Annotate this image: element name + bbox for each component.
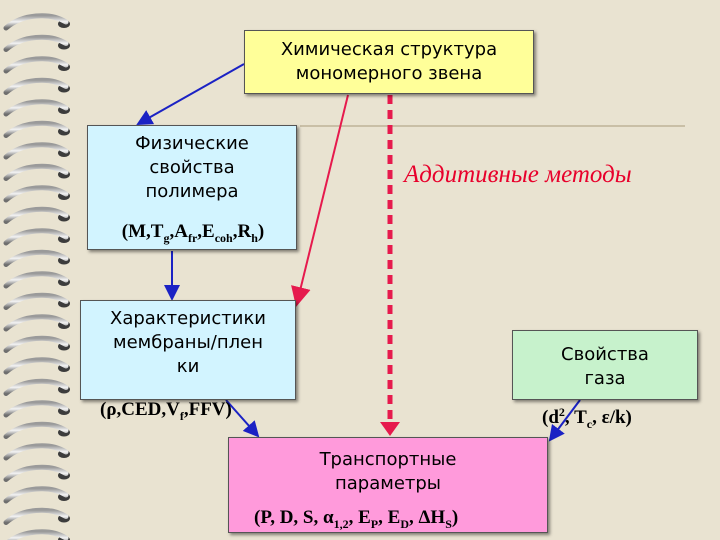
binding-ring: [3, 99, 69, 117]
binding-ring: [3, 443, 69, 461]
arrow-chem-to-membrane-red: [291, 94, 349, 307]
binding-ring: [3, 163, 69, 181]
arrowhead-transport: [380, 422, 400, 436]
binding-ring: [3, 314, 69, 332]
arrow-membrane-to-transport: [225, 399, 260, 438]
binding-ring: [3, 34, 69, 52]
additive-methods-label: Аддитивные методы: [404, 161, 632, 188]
transport-line1: Транспортные: [319, 449, 457, 470]
divider-line: [300, 125, 685, 127]
transport-parameters-box: Транспортные параметры: [228, 437, 548, 533]
membrane-line3: ки: [176, 356, 200, 377]
binding-ring: [3, 77, 69, 95]
binding-ring: [3, 486, 69, 504]
binding-ring: [3, 120, 69, 138]
binding-ring: [3, 378, 69, 396]
gas-properties-line1: Свойства: [561, 344, 649, 365]
binding-ring: [3, 357, 69, 375]
membrane-line1: Характеристики: [109, 308, 267, 329]
binding-ring: [3, 292, 69, 310]
physical-properties-box: Физические свойства полимера: [87, 125, 297, 250]
transport-formula: (P, D, S, α1,2, EP, ED, ΔHS): [254, 507, 459, 531]
arrow-gas-to-transport: [548, 399, 581, 442]
binding-ring: [3, 249, 69, 267]
binding-ring: [3, 400, 69, 418]
physical-properties-line2: свойства: [149, 157, 235, 178]
binding-ring: [3, 335, 69, 353]
binding-ring: [3, 142, 69, 160]
membrane-characteristics-box: Характеристики мембраны/плен ки: [80, 300, 296, 400]
physical-properties-line3: полимера: [145, 181, 239, 202]
binding-ring: [3, 13, 69, 31]
binding-ring: [3, 421, 69, 439]
chemical-structure-line1: Химическая структура: [280, 39, 498, 60]
binding-ring: [3, 228, 69, 246]
gas-properties-box: Свойства газа: [512, 330, 698, 400]
physical-properties-formula: (M,Tg,Afr,Ecoh,Rh): [121, 221, 265, 245]
binding-ring: [3, 206, 69, 224]
binding-ring: [3, 185, 69, 203]
transport-line2: параметры: [334, 473, 442, 494]
membrane-formula: (ρ,CED,Vf,FFV): [100, 399, 232, 423]
chemical-structure-line2: мономерного звена: [295, 63, 483, 84]
gas-properties-formula: (d2, Tc, ε/k): [542, 405, 632, 431]
binding-ring: [3, 271, 69, 289]
spiral-binding: [3, 13, 70, 540]
binding-ring: [3, 56, 69, 74]
binding-ring: [3, 507, 69, 525]
membrane-line2: мембраны/плен: [113, 332, 263, 353]
chemical-structure-box: Химическая структура мономерного звена: [244, 30, 534, 94]
gas-properties-line2: газа: [584, 368, 626, 389]
arrow-chem-to-physical: [136, 63, 245, 125]
physical-properties-line1: Физические: [135, 133, 249, 154]
binding-ring: [3, 464, 69, 482]
binding-ring: [7, 529, 69, 540]
